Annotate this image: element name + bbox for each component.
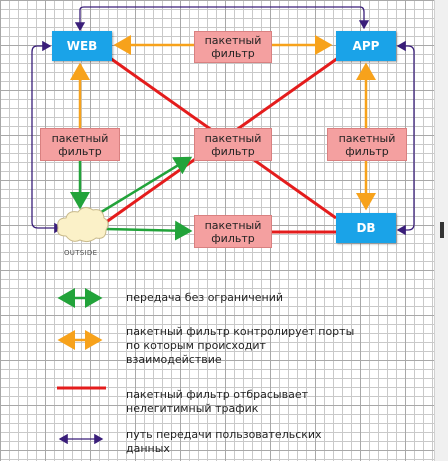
legend-text-green: передача без ограничений (126, 291, 284, 304)
outside-label: OUTSIDE (64, 249, 98, 257)
user-path-top (74, 6, 370, 32)
user-path-left (31, 40, 64, 234)
green-line-outside-bottom-filter (104, 220, 193, 241)
packet-filter-outside-db: пакетный фильтр (194, 215, 272, 248)
packet-filter-app-db: пакетный фильтр (327, 128, 407, 161)
green-line-outside-filter (97, 156, 193, 216)
node-web[interactable]: WEB (52, 31, 112, 61)
scrollbar-thumb[interactable] (440, 222, 444, 238)
user-path-right (396, 40, 415, 236)
legend-text-red: пакетный фильтр отбрасывает нелегитимный… (126, 388, 309, 415)
node-app[interactable]: APP (336, 31, 396, 61)
packet-filter-center: пакетный фильтр (194, 128, 272, 161)
cloud-icon (57, 206, 109, 243)
packet-filter-web-app: пакетный фильтр (194, 31, 272, 63)
node-db[interactable]: DB (336, 213, 396, 243)
legend-text-purple: путь передачи пользовательских данных (126, 428, 322, 455)
packet-filter-web-outside: пакетный фильтр (40, 128, 120, 161)
legend-text-orange: пакетный фильтр контролирует порты по ко… (126, 325, 355, 366)
